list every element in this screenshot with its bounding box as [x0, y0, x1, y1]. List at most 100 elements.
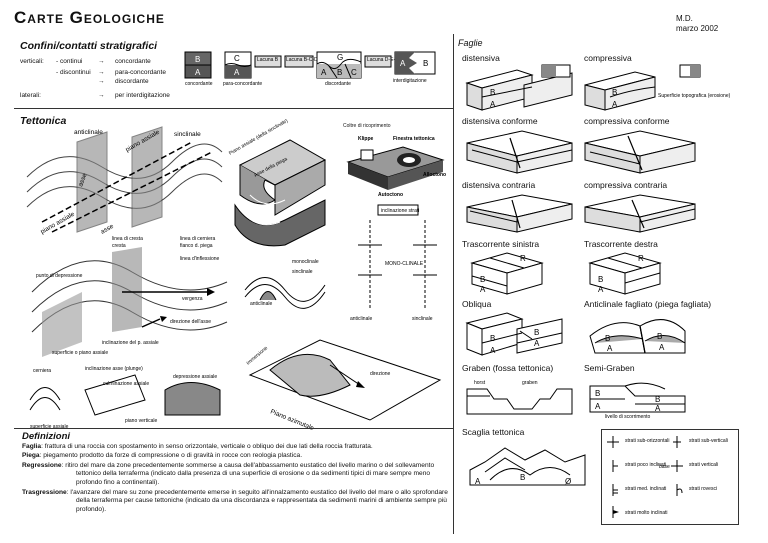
- distensiva-conforme-label: distensiva conforme: [462, 116, 538, 126]
- sg-b2: B: [655, 395, 660, 404]
- anticlinale-label: anticlinale: [74, 129, 103, 136]
- sc-b: B: [520, 473, 525, 482]
- coltre-diagram: Klippe Finestra tettonica Alloctono Auto…: [346, 136, 446, 198]
- sg-b: B: [595, 389, 600, 398]
- compressiva-conforme-diagram: [584, 130, 696, 174]
- monoclinale-diagram: monoclinale sinclinale anticlinale: [244, 259, 326, 309]
- fold-axis-diagram: anticlinale sinclinale piano assiale ass…: [26, 126, 223, 236]
- direzione-asse-label: direzione dell'asse: [170, 319, 211, 325]
- def-piega: Piega: piegamento prodotto da forze di c…: [22, 452, 303, 460]
- alloctono-label: Alloctono: [423, 172, 446, 178]
- diag-a2: A: [234, 68, 240, 77]
- anticlinale3-label: anticlinale: [350, 316, 372, 322]
- legend-sub-orizzontali: strati sub-orizzontali: [625, 438, 669, 444]
- continui-label: - continui: [56, 58, 83, 65]
- plunge-diagrams: cerniera inclinazione asse (plunge) culm…: [29, 366, 221, 430]
- af-a2: A: [659, 343, 665, 352]
- cresta-label: cresta: [112, 243, 126, 249]
- af-a: A: [607, 344, 613, 353]
- anticlinale2-label: anticlinale: [250, 301, 272, 307]
- page-title: Carte Geologiche: [14, 8, 165, 27]
- sin-b: B: [480, 275, 485, 284]
- faglia-distensiva-label: distensiva: [462, 53, 500, 63]
- recumbent-fold-diagram: Piano assiale (della sinclinale) Asse de…: [228, 118, 327, 247]
- diag-g: G: [337, 53, 343, 62]
- discordante-diagram: Lacuna B-C-D-E-F G A B C Lacuna D-E-F di…: [284, 51, 398, 87]
- legend-base: base: [659, 464, 670, 470]
- culminazione-label: culminazione assiale: [103, 381, 149, 387]
- asse-label-1: asse: [77, 172, 88, 188]
- superficie-assiale-label: superficie assiale: [30, 424, 69, 430]
- compressiva-contraria-label: compressiva contraria: [584, 180, 668, 190]
- legend-med-inclinati: strati med. inclinati: [625, 486, 666, 492]
- obl-a: A: [490, 346, 496, 355]
- para-concordante-text: para-concordante: [115, 69, 166, 76]
- sinclinale3-label: sinclinale: [412, 316, 433, 322]
- comp-a: A: [612, 100, 618, 109]
- obl-a2: A: [534, 339, 540, 348]
- interdigitazione-caption: interdigitazione: [393, 78, 427, 84]
- autoctono-label: Autoctono: [378, 192, 403, 198]
- fold-terms-diagram: linea di cresta cresta linea di cerniera…: [31, 236, 228, 357]
- trascorrente-sinistra-diagram: B A R: [470, 252, 544, 295]
- diag-a3: A: [321, 68, 327, 77]
- definizioni-block: Definizioni Faglia: frattura di una rocc…: [22, 432, 450, 515]
- scaglia-label: Scaglia tettonica: [462, 427, 525, 437]
- diag-c: C: [234, 54, 240, 63]
- scaglia-diagram: A B Ø: [469, 447, 586, 486]
- immersione-label: immersione: [245, 345, 269, 366]
- sin-r: R: [520, 254, 526, 263]
- concordante-caption: concordante: [185, 81, 213, 87]
- legend-sub-verticali: strati sub-verticali: [689, 438, 728, 444]
- verticali-label: verticali:: [20, 58, 44, 65]
- monoclinale-caps-label: MONO-CLINALE: [385, 261, 424, 267]
- arrow-4: →: [98, 92, 105, 99]
- direzione-label: direzione: [370, 371, 391, 377]
- legend-molto-inclinati: strati molto inclinati: [625, 510, 668, 516]
- legend-rovesci: strati rovesci: [689, 486, 717, 492]
- distensiva-contraria-label: distensiva contraria: [462, 180, 536, 190]
- trascorrente-destra-diagram: B A R: [588, 252, 662, 295]
- graben-diagram: horst graben: [466, 380, 573, 415]
- discordante-text: discordante: [115, 78, 149, 85]
- des-a: A: [598, 285, 604, 294]
- graben-small-label: graben: [522, 380, 538, 386]
- inclinazione-strati-label: inclinazione strati: [381, 208, 419, 214]
- faglie-title: Faglie: [458, 38, 483, 48]
- fianco-label: fianco d. piega: [180, 243, 213, 249]
- interdigitazione-text: per interdigitazione: [115, 92, 170, 99]
- sg-a2: A: [655, 404, 661, 413]
- lacuna-bcdef: Lacuna B-C-D-E-F: [286, 57, 327, 63]
- obliqua-label: Obliqua: [462, 299, 492, 309]
- des-r: R: [638, 254, 644, 263]
- author-date: M.D. marzo 2002: [676, 14, 718, 34]
- diag-a4: A: [400, 59, 406, 68]
- concordante-diagram: B A concordante: [184, 51, 213, 87]
- arrow-1: →: [98, 58, 105, 65]
- distensiva-contraria-diagram: [466, 194, 573, 233]
- piano-verticale-label: piano verticale: [125, 418, 157, 424]
- depressione-label: depressione assiale: [173, 374, 217, 380]
- af-b: B: [605, 334, 610, 343]
- sinclinale2-label: sinclinale: [292, 269, 313, 275]
- author: M.D.: [676, 14, 693, 23]
- linea-cresta-label: linea di cresta: [112, 236, 143, 242]
- tettonica-title: Tettonica: [20, 115, 67, 127]
- sinclinale-label: sinclinale: [174, 131, 201, 138]
- punto-depressione-label: punto di depressione: [36, 273, 83, 279]
- arrow-2: →: [98, 69, 105, 76]
- cerniera-label: cerniera: [33, 368, 51, 374]
- sin-a: A: [480, 285, 486, 294]
- sc-a: A: [475, 477, 481, 486]
- compressiva-conforme-label: compressiva conforme: [584, 116, 670, 126]
- diag-b3: B: [337, 68, 342, 77]
- confini-title: Confini/contatti stratigrafici: [20, 40, 158, 52]
- obl-b: B: [490, 334, 495, 343]
- monoclinale-label: monoclinale: [292, 259, 319, 265]
- diag-c3: C: [351, 68, 357, 77]
- coltre-label: Coltre di ricoprimento: [343, 123, 391, 129]
- af-b2: B: [657, 332, 662, 341]
- concordante-text: concordante: [115, 58, 151, 65]
- lacuna-b: Lacuna B: [257, 57, 279, 63]
- semi-graben-diagram: B A B A livello di scorrimento: [589, 382, 686, 420]
